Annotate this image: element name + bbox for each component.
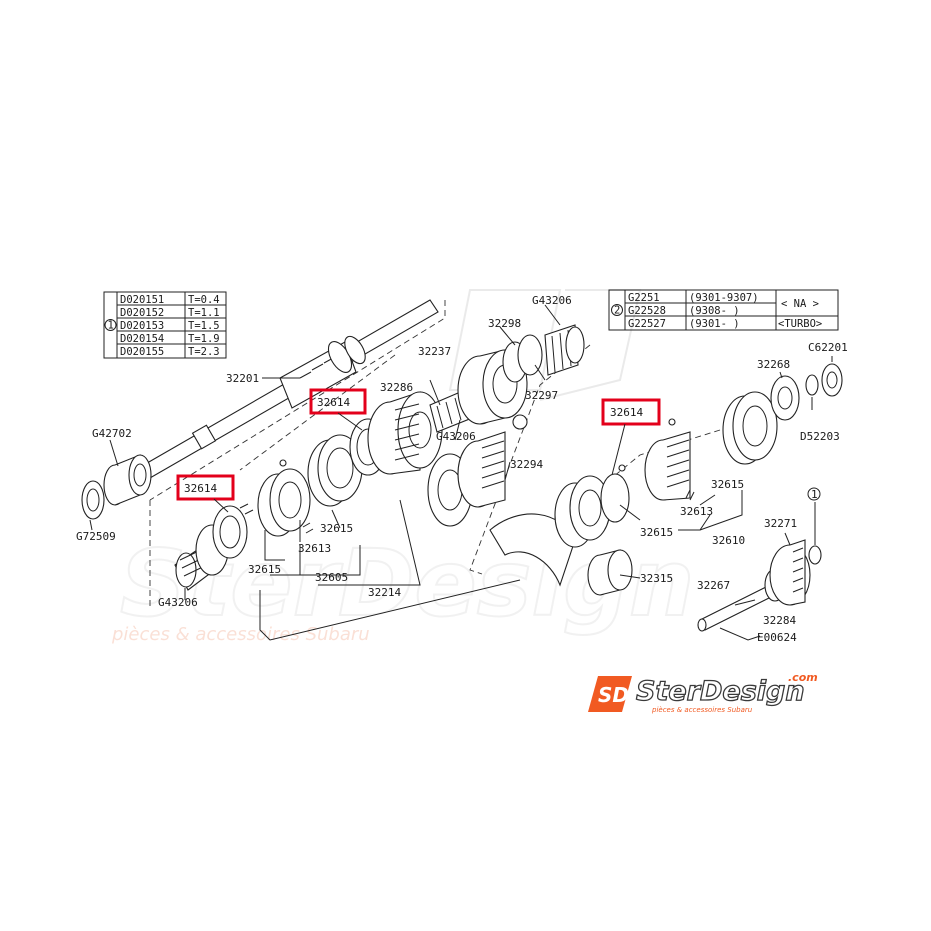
- label-32298: 32298: [488, 317, 521, 330]
- highlight-box-32614-left: [176, 474, 235, 501]
- shim-thickness-1: T=0.4: [188, 294, 220, 306]
- label-32615-d: 32615: [711, 478, 744, 491]
- label-32214: 32214: [368, 586, 401, 599]
- highlight-box-32614-right: [601, 398, 661, 426]
- seal-g72509: [81, 480, 105, 520]
- part-labels: 32201 G42702 G72509 G43206 32615 32613 3…: [76, 294, 848, 644]
- svg-text:1: 1: [108, 320, 114, 332]
- variant-part-1: G2251: [628, 292, 660, 304]
- variant-date-1: (9301-9307): [689, 292, 759, 304]
- label-32267: 32267: [697, 579, 730, 592]
- label-d52203: D52203: [800, 430, 840, 443]
- label-g43206-center: G43206: [436, 430, 476, 443]
- label-32613-b: 32613: [680, 505, 713, 518]
- label-32286: 32286: [380, 381, 413, 394]
- variant-date-2: (9308- ): [689, 305, 740, 317]
- snap-ring-small: [512, 414, 528, 430]
- seal-c62201: [821, 363, 843, 397]
- variant-na-label: < NA >: [781, 298, 819, 310]
- shim-thickness-4: T=1.9: [188, 333, 220, 345]
- label-32615-c: 32615: [640, 526, 673, 539]
- shim-table: 1 D020151 T=0.4 D020152 T=1.1 D020153 T=…: [103, 291, 227, 359]
- brand-logo-mark: [588, 676, 632, 712]
- brand-logo-suffix: .com: [788, 671, 818, 684]
- watermark-tagline: pièces & accessoires Subaru: [111, 624, 370, 645]
- leader-lines: [89, 304, 833, 641]
- label-32294: 32294: [510, 458, 543, 471]
- label-32614-center: 32614: [317, 396, 350, 409]
- variant-part-3: G22527: [628, 318, 666, 330]
- shim-thickness-5: T=2.3: [188, 346, 220, 358]
- label-32297: 32297: [525, 389, 558, 402]
- label-g72509: G72509: [76, 530, 116, 543]
- variant-turbo-label: <TURBO>: [778, 318, 822, 330]
- synchro-group-right: [554, 391, 778, 548]
- shim-thickness-2: T=1.1: [188, 307, 220, 319]
- label-32610: 32610: [712, 534, 745, 547]
- variant-part-2: G22528: [628, 305, 666, 317]
- label-32614-left: 32614: [184, 482, 217, 495]
- shim-part-4: D020154: [120, 333, 164, 345]
- spacer-32297: [517, 334, 543, 376]
- brand-logo-wordmark: SterDesign: [636, 676, 805, 707]
- brand-logo-tagline: pièces & accessoires Subaru: [651, 706, 753, 714]
- variant-table-marker: [611, 304, 623, 316]
- label-32284: 32284: [763, 614, 796, 627]
- gear-32286: [367, 391, 443, 475]
- synchro-ring-left-1: [212, 505, 248, 559]
- label-e00624: E00624: [757, 631, 797, 644]
- label-32615-a: 32615: [248, 563, 281, 576]
- variant-table-frame: [608, 289, 839, 331]
- brand-logo-letters: SD: [598, 683, 629, 707]
- bearing-32268: [770, 363, 843, 421]
- main-shaft: [134, 299, 439, 483]
- label-32315: 32315: [640, 572, 673, 585]
- bearing-32315: [587, 549, 633, 596]
- circlip-d52203: [805, 374, 819, 396]
- shim-table-frame: [103, 291, 227, 359]
- svg-text:2: 2: [614, 305, 620, 317]
- shim-part-2: D020152: [120, 307, 164, 319]
- bearing-stack-right: [502, 324, 585, 383]
- label-g42702: G42702: [92, 427, 132, 440]
- label-32614-right: 32614: [610, 406, 643, 419]
- brand-logo: SD SterDesign .com pièces & accessoires …: [588, 671, 818, 714]
- label-32605: 32605: [315, 571, 348, 584]
- label-32201: 32201: [226, 372, 259, 385]
- label-32237: 32237: [418, 345, 451, 358]
- variant-table: 2 G2251 (9301-9307) G22528 (9308- ) G225…: [608, 289, 839, 331]
- label-g43206-top: G43206: [532, 294, 572, 307]
- reverse-gear-32271: [792, 547, 804, 593]
- label-c62201: C62201: [808, 341, 848, 354]
- highlight-callouts: 32614 32614 32614: [176, 388, 661, 513]
- shim-part-1: D020151: [120, 294, 164, 306]
- shim-thickness-3: T=1.5: [188, 320, 220, 332]
- label-g43206-left: G43206: [158, 596, 198, 609]
- variant-date-3: (9301- ): [689, 318, 740, 330]
- bearing-g42702: [103, 454, 152, 506]
- circle-marker-1: [807, 487, 821, 501]
- svg-text:1: 1: [811, 488, 818, 501]
- label-32615-b: 32615: [320, 522, 353, 535]
- label-32268: 32268: [757, 358, 790, 371]
- shim-part-3: D020153: [120, 320, 164, 332]
- watermark-logo-shape-2: [539, 289, 642, 401]
- watermark-logo-shape: [448, 289, 562, 391]
- gear-cluster-32294: [427, 431, 506, 527]
- label-32613-a: 32613: [298, 542, 331, 555]
- shim-part-5: D020155: [120, 346, 164, 358]
- shim-table-marker: [104, 319, 117, 331]
- label-32271: 32271: [764, 517, 797, 530]
